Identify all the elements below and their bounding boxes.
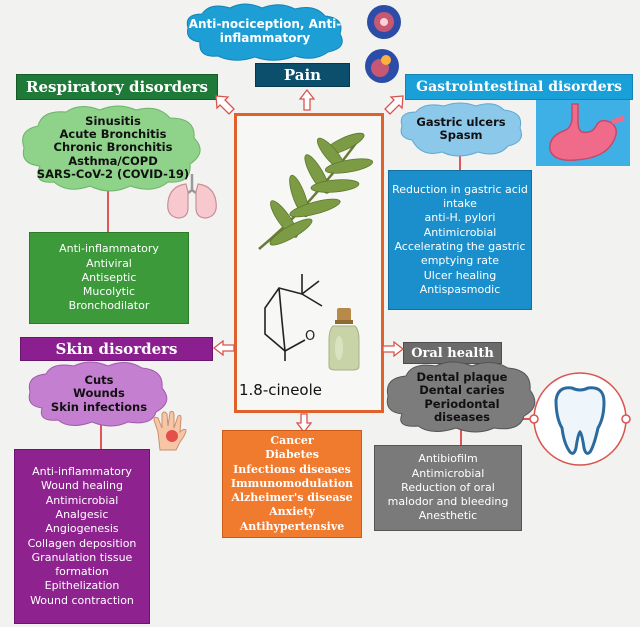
skin-effect-item: Epithelization [44,579,120,593]
respiratory-effects-box: Anti-inflammatory Antiviral Antiseptic M… [29,232,189,324]
arrow-up-pain [299,89,315,111]
other-condition-item: Diabetes [265,448,319,462]
connector-line [459,150,461,172]
oral-effect-item: Reduction of oral [401,480,495,494]
respiratory-effect-item: Antiseptic [81,270,137,284]
svg-text:O: O [305,329,315,344]
other-condition-item: Cancer [270,433,314,447]
oral-disease-item: diseases [433,409,491,424]
gastro-diseases-cloud: Gastric ulcers Spasm [396,102,526,157]
injured-hand-icon [153,410,187,451]
gastro-effect-item: Reduction in gastric acid [392,182,528,196]
skin-effect-item: Analgesic [55,507,109,521]
eucalyptus-leaf-illustration [258,132,374,250]
gastro-effect-item: Antispasmodic [419,282,501,296]
skin-effect-item: Granulation tissue [31,550,133,564]
arrow-upright-gastro [384,95,404,115]
gastro-effect-item: Antimicrobial [423,225,497,239]
other-condition-item: Anxiety [269,505,315,519]
oral-effect-item: Anesthetic [418,509,478,523]
other-condition-item: Antihypertensive [239,519,345,533]
tooth-icon [529,372,631,466]
gastro-effect-item: intake [443,197,477,211]
skin-title: Skin disorders [20,337,213,361]
skin-effect-item: Wound healing [41,479,123,493]
other-condition-item: Alzheimer's disease [231,491,353,505]
oral-effects-box: Antibiofilm Antimicrobial Reduction of o… [374,445,522,531]
oral-disease-item: Periodontal [424,396,500,411]
connector-line [100,425,102,451]
skin-effect-item: Wound contraction [30,593,134,607]
pain-title: Pain [255,63,350,87]
other-condition-item: Immunomodulation [230,476,354,490]
respiratory-effect-item: Antiviral [86,256,132,270]
skin-diseases-cloud: Cuts Wounds Skin infections [24,360,174,428]
skin-effect-item: Angiogenesis [45,522,119,536]
arrow-left-skin [213,340,235,356]
essential-oil-bottle-icon [328,308,360,371]
connector-line [107,188,109,232]
skin-disease-item: Wounds [73,386,125,401]
gastro-title: Gastrointestinal disorders [405,74,633,100]
pain-effect-line: inflammatory [219,31,311,45]
respiratory-diseases-cloud: Sinusitis Acute Bronchitis Chronic Bronc… [18,104,208,192]
respiratory-title: Respiratory disorders [16,74,218,100]
center-compound-box: O 1.8-cineole [234,113,384,413]
oral-disease-item: Dental caries [419,383,505,398]
skin-disease-item: Cuts [84,373,114,388]
respiratory-disease-item: SARS-CoV-2 (COVID-19) [36,166,190,181]
gastro-effect-item: anti-H. pylori [424,211,496,225]
respiratory-disease-item: Chronic Bronchitis [53,140,173,155]
other-condition-item: Infections diseases [233,462,351,476]
lungs-icon [167,174,217,219]
oral-effect-item: Antimicrobial [411,466,485,480]
connector-line [460,425,462,445]
gastro-effect-item: emptying rate [420,254,500,268]
oral-diseases-cloud: Dental plaque Dental caries Periodontal … [382,360,542,435]
pain-effects-cloud: Anti-nociception, Anti- inflammatory [180,2,350,62]
arrow-upleft-respiratory [215,95,235,115]
skin-effect-item: formation [55,565,109,579]
respiratory-disease-item: Sinusitis [85,113,141,128]
gastro-effect-item: Accelerating the gastric [394,240,526,253]
respiratory-effect-item: Bronchodilator [68,299,150,313]
gastro-effects-box: Reduction in gastric acid intake anti-H.… [388,170,532,310]
pain-effect-line: Anti-nociception, Anti- [188,17,342,32]
gastro-disease-item: Spasm [439,128,483,142]
arrow-right-oral [382,341,404,357]
respiratory-effect-item: Mucolytic [82,285,136,299]
skin-effect-item: Collagen deposition [27,536,137,550]
other-conditions-box: Cancer Diabetes Infections diseases Immu… [222,430,362,538]
gastro-effect-item: Ulcer healing [423,268,497,282]
stomach-icon [536,100,630,166]
back-pain-icon [365,49,399,83]
skin-disease-item: Skin infections [50,399,148,414]
respiratory-disease-item: Acute Bronchitis [59,127,167,142]
respiratory-effect-item: Anti-inflammatory [59,242,159,256]
skin-effects-box: Anti-inflammatory Wound healing Antimicr… [14,449,150,624]
skin-effect-item: Antimicrobial [45,493,119,507]
oral-disease-item: Dental plaque [416,370,508,385]
cineole-structure-diagram: O [264,274,323,361]
oral-effect-item: malodor and bleeding [387,495,509,509]
arrow-down-other [296,413,312,433]
compound-name-label: 1.8-cineole [239,381,322,399]
gastro-disease-item: Gastric ulcers [416,114,506,129]
skin-effect-item: Anti-inflammatory [32,465,132,479]
oral-effect-item: Antibiofilm [418,452,478,466]
joint-pain-icon [367,5,401,39]
respiratory-disease-item: Asthma/COPD [68,153,158,168]
